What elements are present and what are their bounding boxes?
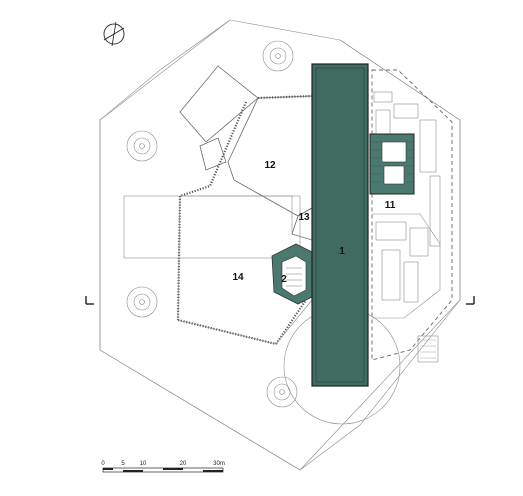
room-label-2: 2 (281, 274, 287, 285)
room-label-14: 14 (232, 272, 244, 283)
room-label-11: 11 (385, 200, 396, 211)
hexagonal-site-boundary (99, 19, 461, 471)
circle-markers (126, 40, 298, 408)
services-area (371, 69, 453, 363)
scale-tick-label: 20 (180, 461, 187, 467)
room-11-grid (369, 133, 415, 195)
room-label-12: 12 (264, 160, 276, 171)
circle-marker (126, 130, 158, 162)
north-arrow-icon (103, 21, 125, 47)
room-12-outline (227, 95, 313, 217)
circle-marker (262, 40, 294, 72)
main-block-inner-edge (315, 67, 365, 383)
main-block-room-1 (311, 63, 369, 387)
section-marker-icon (466, 296, 475, 305)
left-wing-slab (123, 195, 301, 259)
section-marker-icon (85, 296, 94, 305)
scale-tick-label: 0 (101, 461, 105, 467)
scale-tick-label: 5 (121, 461, 125, 467)
room-2-core (271, 243, 315, 305)
room-label-1: 1 (339, 246, 345, 257)
angled-volume-lower (199, 137, 227, 171)
scale-tick-label: 10 (140, 461, 147, 467)
circle-marker (126, 286, 158, 318)
circle-marker (266, 376, 298, 408)
scale-tick-label: 30m (213, 461, 225, 467)
scale-bar: 0 5 10 20 30m (101, 461, 225, 473)
room-label-13: 13 (298, 212, 310, 223)
angled-volume-upper (179, 65, 259, 143)
